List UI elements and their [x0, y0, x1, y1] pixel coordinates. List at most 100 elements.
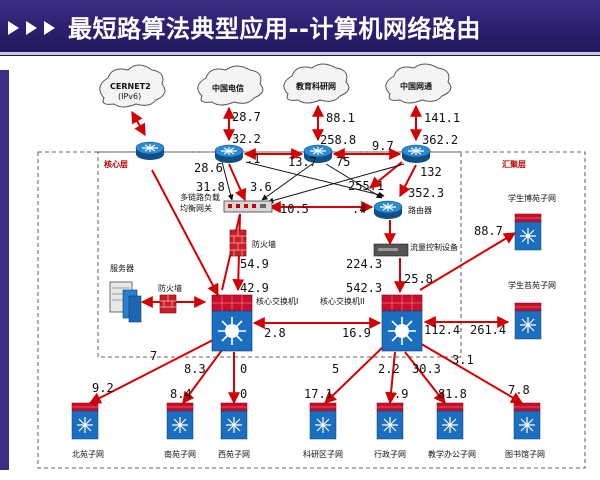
main-router-label: 路由器 — [408, 205, 432, 215]
link-cernet-core1 — [151, 169, 219, 297]
slide-title: 最短路算法典型应用--计算机网络路由 — [68, 15, 481, 43]
museum-subnet-label: 学生博苑子网 — [508, 193, 556, 203]
link-telecom-gateway — [228, 163, 247, 202]
link-mgmt-edu-gateway — [261, 163, 313, 201]
weight-label: 42.9 — [240, 281, 269, 295]
nanyuan-subnet-icon — [166, 402, 194, 440]
core-switch-2-icon — [381, 294, 423, 352]
weight-label: .4 — [352, 202, 366, 216]
slide-header: 最短路算法典型应用--计算机网络路由 — [0, 0, 600, 56]
nanyuan-subnet-label: 南苑子网 — [164, 449, 196, 459]
link-core2-jiaoxue — [404, 351, 446, 404]
link-mgmt-telecom-router — [245, 161, 385, 198]
xueyuan-subnet-label: 学生苔苑子网 — [508, 280, 556, 290]
weight-label: 261.4 — [470, 323, 506, 337]
weight-label: 3.6 — [250, 180, 272, 194]
edge-weights: 28.7 32.2 88.1 258.8 141.1 362.2 9.7 132… — [92, 110, 530, 401]
jiaoxue-subnet-label: 教学办公子网 — [428, 449, 476, 459]
weight-label: 3.1 — [452, 353, 474, 367]
beiyuan-subnet-label: 北苑子网 — [72, 449, 104, 459]
weight-label: 5 — [332, 362, 339, 376]
weight-label: 25.8 — [404, 272, 433, 286]
traffic-controller-label: 流量控制设备 — [410, 242, 458, 252]
weight-label: 54.9 — [240, 257, 269, 271]
xiyuan-subnet-label: 西苑子网 — [218, 449, 250, 459]
weight-label: 352.3 — [408, 186, 444, 200]
link-core1-beiyuan — [88, 339, 214, 404]
weight-label: 81.8 — [438, 387, 467, 401]
cloud-edu: 教育科研网 — [283, 63, 350, 104]
core-zone-border — [97, 151, 462, 358]
weight-label: 112.4 — [424, 323, 460, 337]
network-diagram: 核心层 汇聚层 — [37, 63, 586, 469]
firewall-top-icon — [229, 229, 247, 257]
server-icon — [109, 281, 142, 323]
weight-label: 0 — [240, 362, 247, 376]
weight-label: 8.4 — [170, 387, 192, 401]
triple-arrow-icon — [8, 21, 55, 35]
sidebar-bar — [0, 70, 9, 470]
weight-label: 17.1 — [304, 387, 333, 401]
management-links — [221, 161, 405, 204]
weight-label: 7 — [150, 349, 157, 363]
router-unicom-icon — [401, 144, 431, 164]
weight-label: 88.1 — [326, 111, 355, 125]
xingzheng-subnet-icon — [376, 402, 404, 440]
link-unicom-main-router — [399, 164, 417, 198]
core-zone-label: 核心层 — [104, 159, 128, 169]
weight-label: 88.7 — [474, 224, 503, 238]
weight-label: 75 — [336, 155, 350, 169]
weight-label: 7.8 — [508, 383, 530, 397]
keyan-subnet-icon — [309, 402, 337, 440]
weight-label: 0 — [240, 387, 247, 401]
aggregation-zone-label: 汇聚层 — [502, 159, 526, 169]
cloud-cernet-label: CERNET2 — [110, 82, 151, 91]
core-switch-1-label: 核心交换机I — [256, 296, 298, 306]
library-subnet-icon — [513, 402, 541, 440]
xueyuan-subnet-icon — [514, 302, 542, 340]
weight-label: 362.2 — [422, 133, 458, 147]
weight-label: 31.8 — [196, 180, 225, 194]
cloud-telecom-label: 中国电信 — [212, 83, 244, 93]
cloud-edu-label: 教育科研网 — [295, 81, 336, 91]
xiyuan-subnet-icon — [220, 402, 248, 440]
weight-label: 30.3 — [412, 362, 441, 376]
cloud-cernet: CERNET2 (IPv6) — [99, 64, 166, 108]
xingzheng-subnet-label: 行政子网 — [374, 449, 406, 459]
traffic-controller-icon — [373, 243, 409, 257]
weight-label: 542.3 — [346, 281, 382, 295]
load-balancer-label-1: 多链路负载 — [180, 192, 220, 202]
link-core2-xingzheng — [385, 351, 398, 405]
jiaoxue-subnet-icon — [436, 402, 464, 440]
router-cernet-icon — [135, 141, 165, 161]
firewall-left-icon — [159, 294, 177, 314]
weight-label: 141.1 — [424, 111, 460, 125]
cloud-cernet-sub: (IPv6) — [118, 92, 141, 101]
weight-label: 224.3 — [346, 257, 382, 271]
server-label: 服务器 — [110, 263, 134, 273]
link-core1-nanyuan — [182, 349, 223, 404]
weight-label: 28.7 — [232, 110, 261, 124]
load-balancer-label-2: 均衡网关 — [180, 203, 212, 213]
weight-label: 9.2 — [92, 381, 114, 395]
weight-label: 132 — [420, 165, 442, 179]
firewall-left-label: 防火墙 — [158, 283, 182, 293]
link-mgmt-unicom-gateway — [267, 163, 405, 204]
weight-label: 258.8 — [320, 133, 356, 147]
weight-label: 9.7 — [372, 139, 394, 153]
link-mgmt-telecom — [221, 161, 234, 201]
weight-label: 28.6 — [194, 161, 223, 175]
link-core2-library — [417, 341, 524, 404]
weight-label: 2.8 — [264, 326, 286, 340]
cloud-unicom: 中国网通 — [385, 63, 452, 104]
weight-label: 2.2 — [378, 362, 400, 376]
core-switch-1-icon — [211, 294, 253, 352]
header-divider — [0, 52, 600, 55]
link-core2-museum — [419, 232, 517, 291]
core-switch-2-label: 核心交换机II — [320, 296, 365, 306]
weight-label: 16.9 — [342, 326, 371, 340]
load-balancer-icon — [223, 200, 273, 213]
weight-label: 8.3 — [184, 362, 206, 376]
main-router-icon — [373, 200, 403, 220]
link-core2-keyan — [324, 344, 386, 404]
